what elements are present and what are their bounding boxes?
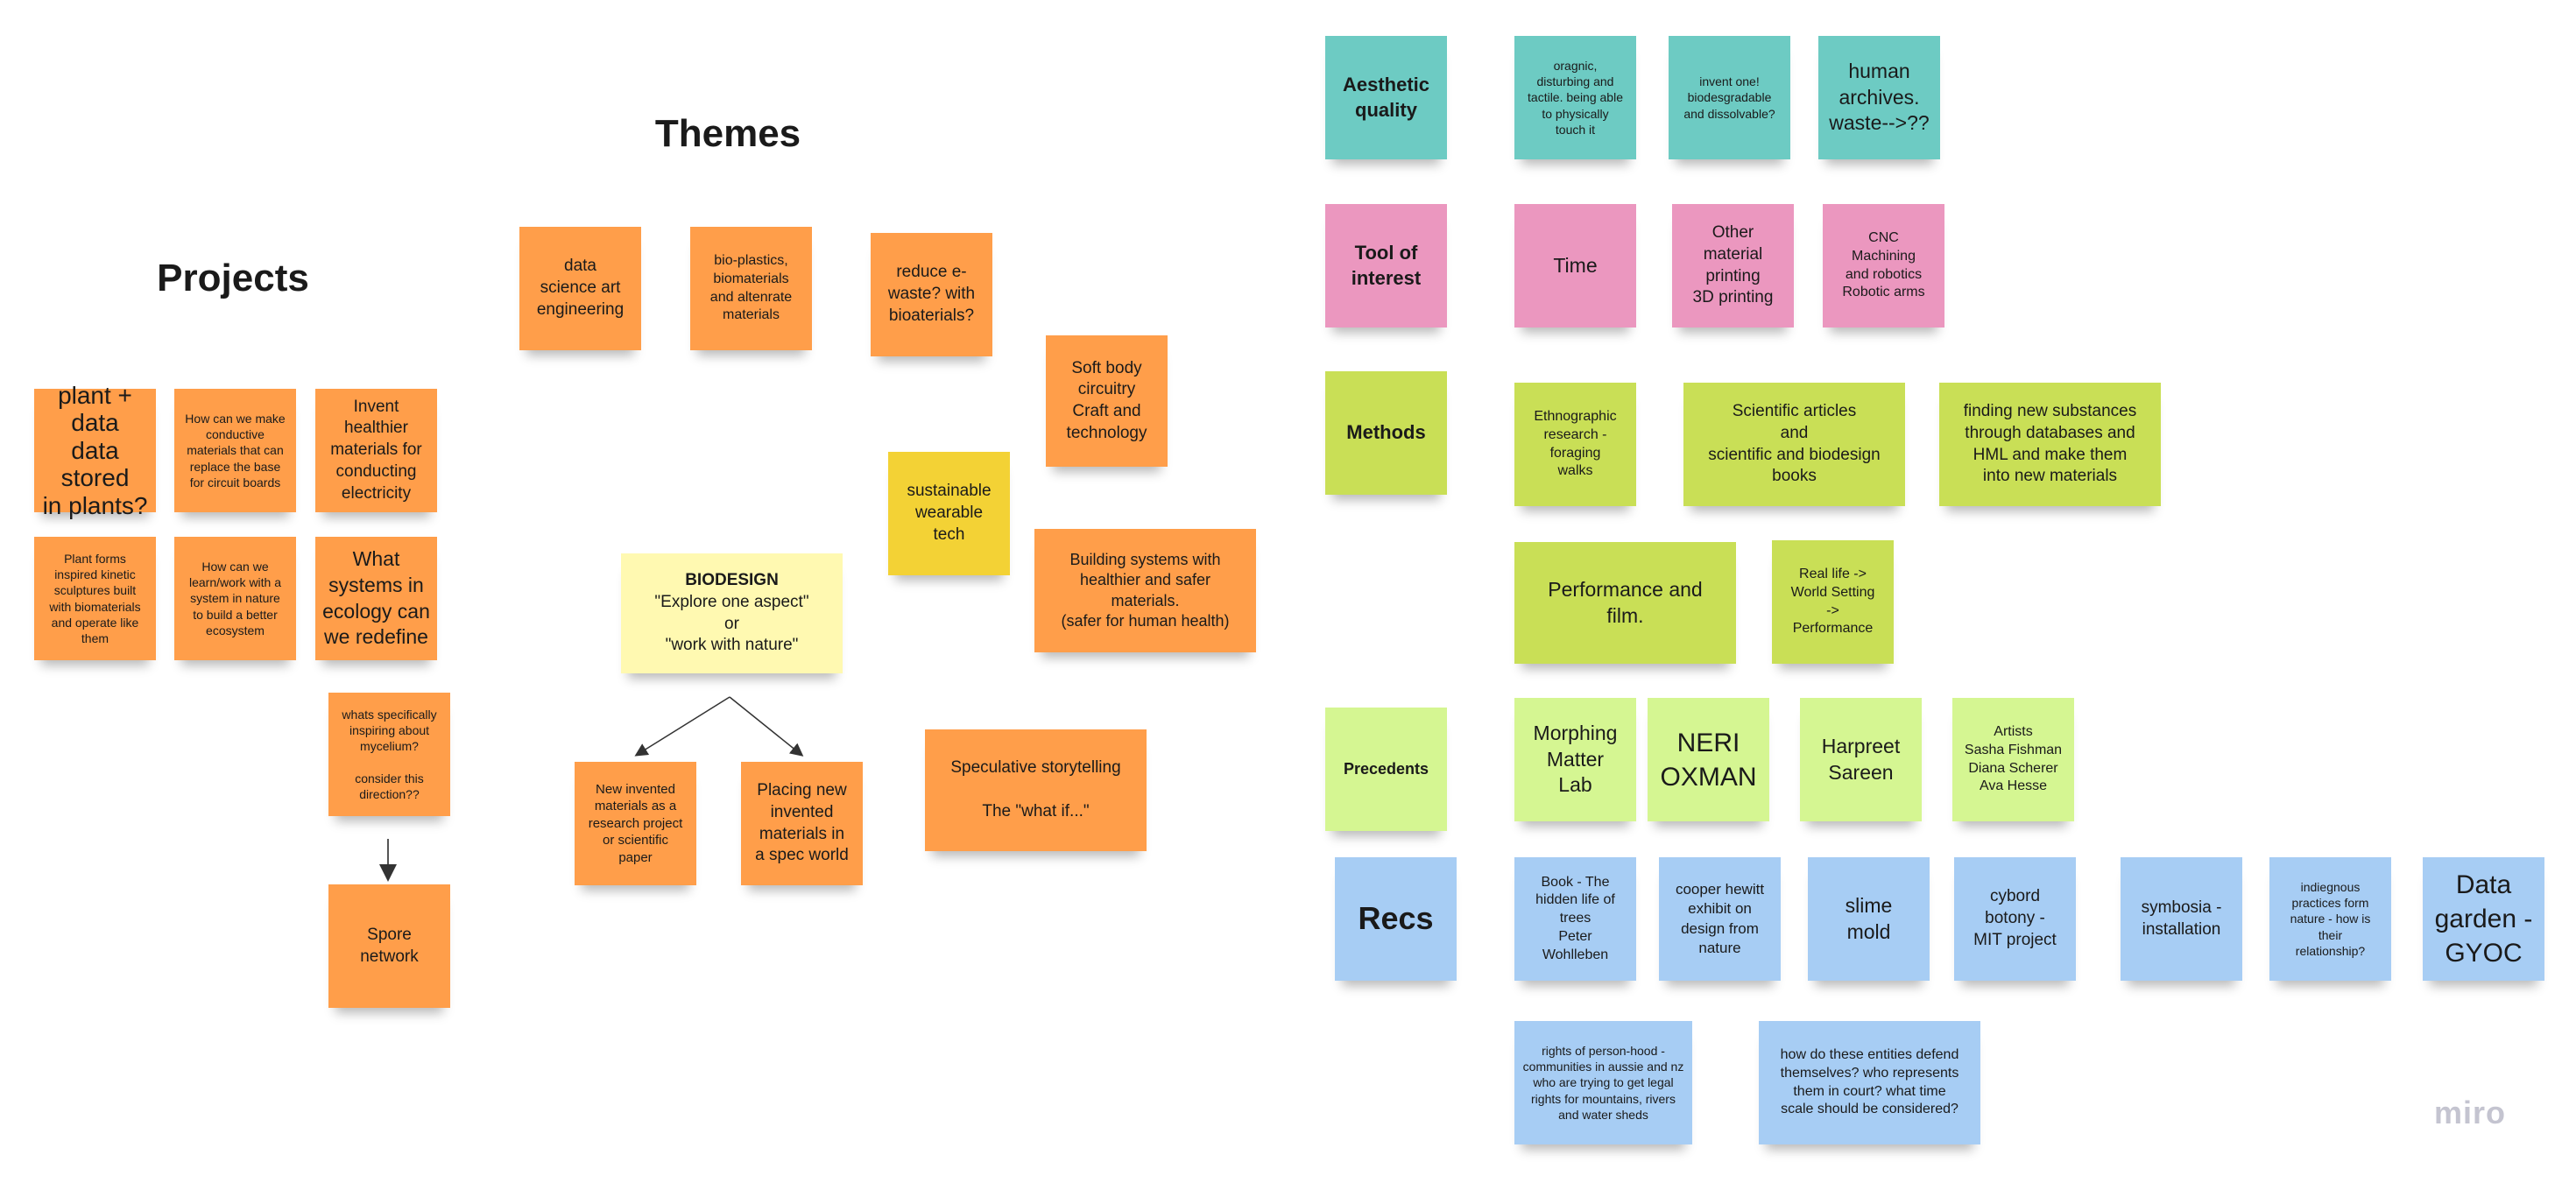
sticky-note[interactable]: What systems in ecology can we redefine — [315, 537, 437, 660]
category-label-recs[interactable]: Recs — [1335, 857, 1457, 981]
category-label-methods[interactable]: Methods — [1325, 371, 1447, 495]
sticky-note[interactable]: whats specifically inspiring about mycel… — [328, 693, 450, 816]
sticky-note[interactable]: sustainable wearable tech — [888, 452, 1010, 575]
sticky-note[interactable]: slime mold — [1808, 857, 1930, 981]
biodesign-heading: BIODESIGN — [685, 571, 779, 590]
sticky-note[interactable]: finding new substances through databases… — [1939, 383, 2161, 506]
miro-logo: miro — [2434, 1095, 2507, 1130]
sticky-note[interactable]: How can we learn/work with a system in n… — [174, 537, 296, 660]
sticky-note[interactable]: Spore network — [328, 884, 450, 1008]
sticky-note[interactable]: Book - The hidden life of trees Peter Wo… — [1514, 857, 1636, 981]
sticky-note[interactable]: Soft body circuitry Craft and technology — [1046, 335, 1168, 467]
sticky-note[interactable]: Plant forms inspired kinetic sculptures … — [34, 537, 156, 660]
biodesign-body: "Explore one aspect" or "work with natur… — [654, 592, 809, 655]
sticky-note[interactable]: Performance and film. — [1514, 542, 1736, 664]
sticky-note[interactable]: oragnic, disturbing and tactile. being a… — [1514, 36, 1636, 159]
sticky-note[interactable]: Building systems with healthier and safe… — [1034, 529, 1256, 652]
connector-arrow — [634, 696, 730, 757]
sticky-note[interactable]: invent one! biodesgradable and dissolvab… — [1669, 36, 1790, 159]
sticky-note[interactable]: New invented materials as a research pro… — [575, 762, 696, 885]
sticky-note[interactable]: NERI OXMAN — [1648, 698, 1769, 821]
category-label-tool[interactable]: Tool of interest — [1325, 204, 1447, 327]
sticky-note[interactable]: Ethnographic research - foraging walks — [1514, 383, 1636, 506]
sticky-note[interactable]: Real life -> World Setting -> Performanc… — [1772, 540, 1894, 664]
category-label-aesthetic[interactable]: Aesthetic quality — [1325, 36, 1447, 159]
connector-arrow — [729, 696, 804, 757]
sticky-note[interactable]: Speculative storytelling The "what if...… — [925, 729, 1147, 851]
sticky-note[interactable]: cybord botony - MIT project — [1954, 857, 2076, 981]
sticky-note[interactable]: Scientific articles and scientific and b… — [1683, 383, 1905, 506]
sticky-note[interactable]: Invent healthier materials for conductin… — [315, 389, 437, 512]
category-label-precedents[interactable]: Precedents — [1325, 708, 1447, 831]
sticky-note[interactable]: plant + data data stored in plants? — [34, 382, 156, 519]
sticky-note[interactable]: CNC Machining and robotics Robotic arms — [1823, 204, 1944, 327]
sticky-note[interactable]: rights of person-hood - communities in a… — [1514, 1021, 1692, 1144]
sticky-note[interactable]: indiegnous practices form nature - how i… — [2269, 857, 2391, 981]
sticky-note[interactable]: Time — [1514, 204, 1636, 327]
sticky-note[interactable]: reduce e- waste? with bioaterials? — [871, 233, 992, 356]
projects-title: Projects — [157, 257, 309, 299]
sticky-note[interactable]: cooper hewitt exhibit on design from nat… — [1659, 857, 1781, 981]
sticky-note[interactable]: data science art engineering — [519, 227, 641, 350]
sticky-note[interactable]: Data garden - GYOC — [2423, 857, 2544, 981]
sticky-note[interactable]: Other material printing 3D printing — [1672, 204, 1794, 327]
sticky-note[interactable]: human archives. waste-->?? — [1818, 36, 1940, 159]
sticky-note[interactable]: Artists Sasha Fishman Diana Scherer Ava … — [1952, 698, 2074, 821]
sticky-note[interactable]: Morphing Matter Lab — [1514, 698, 1636, 821]
sticky-note[interactable]: Placing new invented materials in a spec… — [741, 762, 863, 885]
sticky-note[interactable]: bio-plastics, biomaterials and altenrate… — [690, 227, 812, 350]
themes-title: Themes — [654, 112, 801, 155]
sticky-note[interactable]: how do these entities defend themselves?… — [1759, 1021, 1980, 1144]
sticky-note[interactable]: Harpreet Sareen — [1800, 698, 1922, 821]
sticky-note[interactable]: symbosia - installation — [2121, 857, 2242, 981]
sticky-note[interactable]: How can we make conductive materials tha… — [174, 389, 296, 512]
biodesign-note[interactable]: BIODESIGN "Explore one aspect" or "work … — [621, 553, 843, 673]
